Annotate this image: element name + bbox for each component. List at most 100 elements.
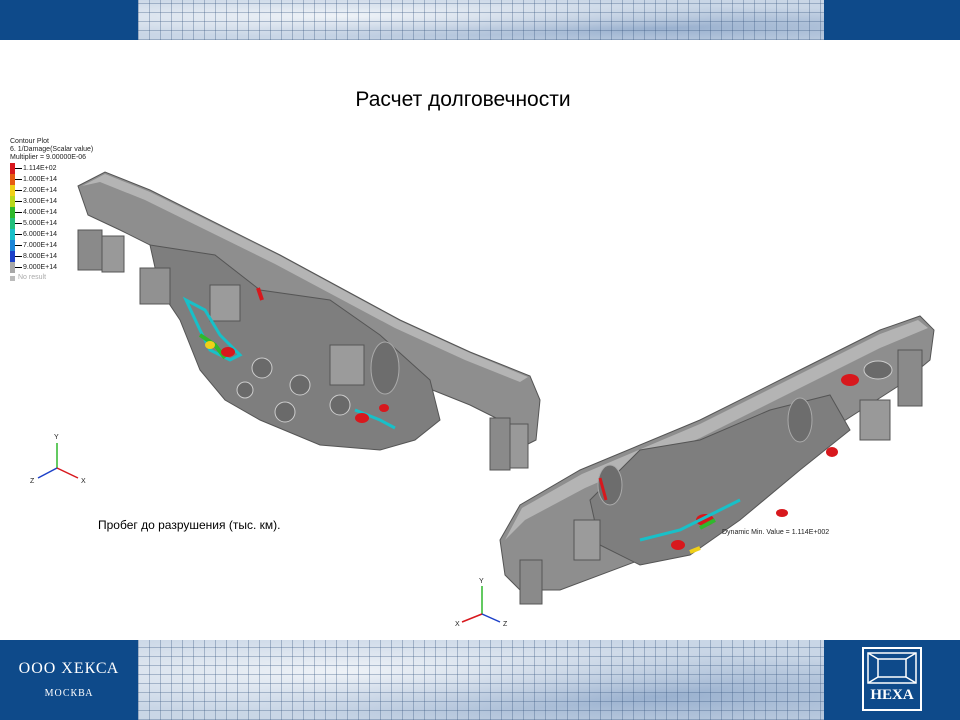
contour-legend: Contour Plot 6. 1/Damage(Scalar value) M… bbox=[10, 138, 93, 282]
left-axis-z-line bbox=[37, 467, 58, 479]
legend-no-result: No result bbox=[10, 274, 93, 282]
left-bracket-1 bbox=[139, 267, 171, 305]
legend-swatch bbox=[10, 229, 15, 240]
right-damage-yellow-1 bbox=[689, 546, 701, 554]
left-hole-1 bbox=[251, 357, 273, 379]
right-damage-red-1 bbox=[841, 374, 859, 386]
legend-value-label: 7.000E+14 bbox=[23, 241, 58, 249]
legend-swatch bbox=[10, 185, 15, 196]
legend-row: 6.000E+14 bbox=[10, 229, 93, 240]
header-mesh-image bbox=[138, 0, 824, 40]
footer-mesh-image bbox=[138, 640, 824, 720]
left-bracket-3 bbox=[329, 344, 365, 386]
legend-row: 1.114E+02 bbox=[10, 163, 93, 174]
left-pedestal-3 bbox=[489, 417, 511, 471]
legend-value-label: 3.000E+14 bbox=[23, 197, 58, 205]
legend-tick bbox=[15, 245, 22, 246]
legend-swatch bbox=[10, 174, 15, 185]
company-city: МОСКВА bbox=[44, 688, 94, 699]
legend-swatch bbox=[10, 262, 15, 273]
right-damage-red-4 bbox=[671, 540, 685, 550]
left-damage-red-2 bbox=[355, 413, 369, 423]
left-frame-model bbox=[77, 171, 541, 471]
legend-tick bbox=[15, 256, 22, 257]
legend-tick bbox=[15, 234, 22, 235]
left-window bbox=[370, 341, 400, 395]
legend-value-label: 5.000E+14 bbox=[23, 219, 58, 227]
hexa-logo-mark bbox=[867, 652, 917, 684]
legend-tick bbox=[15, 267, 22, 268]
right-frame-model bbox=[499, 315, 935, 605]
left-hole-3 bbox=[274, 401, 296, 423]
right-beam-top-face bbox=[505, 320, 928, 540]
hexa-logo-text: HEXA bbox=[870, 687, 914, 703]
right-damage-green-1 bbox=[699, 518, 716, 530]
left-pedestal-2 bbox=[101, 235, 125, 273]
left-hole-2 bbox=[289, 374, 311, 396]
left-damage-cyan-1 bbox=[182, 296, 243, 362]
slide-caption: Пробег до разрушения (тыс. км). bbox=[98, 518, 281, 532]
legend-swatch bbox=[10, 207, 15, 218]
right-pedestal-1 bbox=[519, 559, 543, 605]
legend-value-label: 9.000E+14 bbox=[23, 263, 58, 271]
right-pedestal-2 bbox=[897, 349, 923, 407]
legend-tick bbox=[15, 179, 22, 180]
hexa-logo: HEXA bbox=[862, 647, 922, 711]
legend-swatch bbox=[10, 240, 15, 251]
legend-row: 1.000E+14 bbox=[10, 174, 93, 185]
legend-value-label: 6.000E+14 bbox=[23, 230, 58, 238]
legend-tick bbox=[15, 212, 22, 213]
left-beam-top-face bbox=[82, 174, 528, 382]
left-damage-red-1 bbox=[221, 347, 235, 357]
right-bracket-2 bbox=[859, 399, 891, 441]
left-hole-5 bbox=[236, 381, 254, 399]
slide-title: Расчет долговечности bbox=[355, 88, 571, 111]
legend-value-label: 1.000E+14 bbox=[23, 175, 58, 183]
legend-row: 7.000E+14 bbox=[10, 240, 93, 251]
right-axis-y-label: Y bbox=[479, 578, 484, 585]
legend-row: 2.000E+14 bbox=[10, 185, 93, 196]
left-damage-yellow-1 bbox=[205, 341, 215, 349]
legend-value-label: 2.000E+14 bbox=[23, 186, 58, 194]
right-bolster bbox=[589, 394, 851, 566]
legend-heading: Contour Plot bbox=[10, 138, 49, 145]
legend-value-label: 8.000E+14 bbox=[23, 252, 58, 260]
right-damage-red-5 bbox=[776, 509, 788, 517]
left-axis-y-label: Y bbox=[54, 434, 59, 441]
company-name: ООО ХЕКСА bbox=[18, 660, 120, 677]
no-result-swatch bbox=[10, 275, 15, 281]
legend-row: 8.000E+14 bbox=[10, 251, 93, 262]
right-axis-z-label: Z bbox=[503, 621, 508, 628]
right-axis-x-label: X bbox=[455, 621, 460, 628]
legend-tick bbox=[15, 201, 22, 202]
legend-subtitle: 6. 1/Damage(Scalar value) bbox=[10, 146, 94, 153]
legend-tick bbox=[15, 168, 22, 169]
no-result-label: No result bbox=[18, 274, 47, 281]
left-pedestal-1 bbox=[77, 229, 103, 271]
legend-swatch bbox=[10, 218, 15, 229]
left-axis-x-line bbox=[56, 467, 79, 479]
legend-tick bbox=[15, 190, 22, 191]
right-damage-red-6 bbox=[598, 477, 608, 501]
right-bracket-1 bbox=[573, 519, 601, 561]
left-axis-x-label: X bbox=[81, 478, 86, 485]
right-axis-z-line bbox=[481, 613, 501, 623]
left-hole-4 bbox=[329, 394, 351, 416]
company-block: ООО ХЕКСА МОСКВА bbox=[0, 640, 138, 720]
min-value-annotation: Dynamic Min. Value = 1.114E+002 bbox=[722, 529, 830, 536]
legend-tick bbox=[15, 223, 22, 224]
legend-swatch bbox=[10, 196, 15, 207]
left-damage-red-4 bbox=[256, 287, 264, 301]
footer-band: ООО ХЕКСА МОСКВА bbox=[0, 640, 960, 720]
legend-swatch bbox=[10, 251, 15, 262]
left-pedestal-4 bbox=[509, 423, 529, 469]
legend-row: 4.000E+14 bbox=[10, 207, 93, 218]
left-bracket-2 bbox=[209, 284, 241, 322]
legend-row: 5.000E+14 bbox=[10, 218, 93, 229]
right-damage-red-2 bbox=[826, 447, 838, 457]
left-axis-triad: Y Z X bbox=[30, 434, 86, 485]
right-damage-cyan-1 bbox=[639, 498, 741, 542]
right-axis-triad: Y X Z bbox=[455, 578, 508, 628]
